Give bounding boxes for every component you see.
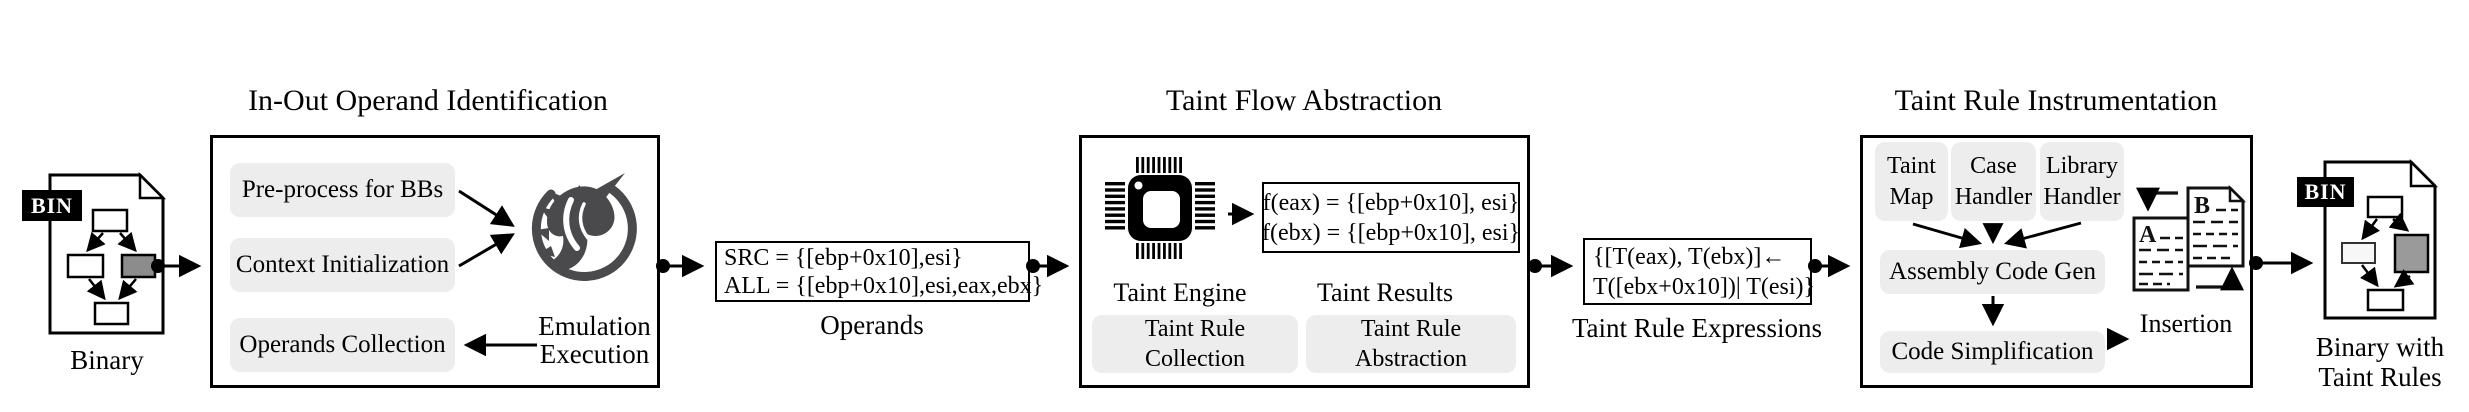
step-operands-collection: Operands Collection xyxy=(230,318,455,372)
swap-arrow-down xyxy=(2136,187,2178,212)
cfg-node xyxy=(2341,242,2376,264)
step-code-simplification: Code Simplification xyxy=(1880,331,2105,373)
input-binary-label: Binary xyxy=(70,345,144,375)
expression-line-1: {[T(eax), T(ebx)]← xyxy=(1593,243,1786,270)
taint-engine-label: Taint Engine xyxy=(1113,278,1247,307)
taint-engine-chip-icon xyxy=(1105,157,1215,259)
cfg-node xyxy=(91,208,129,233)
stage1-title: In-Out Operand Identification xyxy=(248,84,608,117)
operands-value-box: SRC = {[ebp+0x10],esi} ALL = {[ebp+0x10]… xyxy=(715,241,1044,302)
output-binary-tab: BIN xyxy=(2297,177,2354,207)
doc-a-letter: A xyxy=(2139,222,2157,248)
cfg-node xyxy=(66,253,105,279)
taint-result-ebx-line: f(ebx) = {[ebp+0x10], esi} xyxy=(1261,219,1521,246)
output-binary-label-line2: Taint Rules xyxy=(2318,362,2442,392)
case-handler-line2: Handler xyxy=(1954,183,2033,210)
library-handler-line1: Library xyxy=(2046,152,2118,179)
operands-all-line: ALL = {[ebp+0x10],esi,eax,ebx} xyxy=(724,272,1044,299)
cfg-node xyxy=(2366,288,2405,312)
swap-arrow-up xyxy=(2196,266,2244,291)
cfg-node-inserted-rules xyxy=(2393,233,2430,274)
unicorn-horn xyxy=(595,173,625,201)
operands-label: Operands xyxy=(820,310,924,340)
insertion-label: Insertion xyxy=(2139,309,2233,338)
emulation-execution-label: Emulation Execution xyxy=(532,312,657,368)
insertion-documents-icon: B A xyxy=(2132,184,2246,292)
taint-results-label: Taint Results xyxy=(1316,278,1454,307)
step-preprocess-bbs: Pre-process for BBs xyxy=(230,163,455,217)
cfg-node xyxy=(93,301,130,326)
expression-line-2: T([ebx+0x10])| T(esi)} xyxy=(1593,273,1816,300)
taint-rule-expressions-label: Taint Rule Expressions xyxy=(1571,313,1823,343)
stage3-title: Taint Rule Instrumentation xyxy=(1894,84,2218,117)
step-taint-rule-collection: Taint Rule Collection xyxy=(1092,315,1298,373)
library-handler-line2: Handler xyxy=(2043,183,2121,210)
output-binary-document-icon xyxy=(2323,158,2439,320)
case-handler-line1: Case xyxy=(1970,152,2017,179)
step-assembly-code-gen: Assembly Code Gen xyxy=(1880,250,2105,294)
taint-result-eax-line: f(eax) = {[ebp+0x10], esi} xyxy=(1262,189,1520,216)
output-binary-label-line1: Binary with xyxy=(2315,332,2445,362)
taint-map-line2: Map xyxy=(1889,183,1934,210)
emulation-line: Emulation xyxy=(538,311,651,341)
doc-b-letter: B xyxy=(2194,193,2210,219)
operands-src-line: SRC = {[ebp+0x10],esi} xyxy=(724,244,963,271)
taint-map-line1: Taint xyxy=(1887,152,1936,179)
unicorn-emulator-icon xyxy=(531,173,637,282)
taint-results-value-box: f(eax) = {[ebp+0x10], esi} f(ebx) = {[eb… xyxy=(1262,182,1520,253)
step-context-initialization: Context Initialization xyxy=(230,238,455,292)
taint-rule-expressions-box: {[T(eax), T(ebx)]← T([ebx+0x10])| T(esi)… xyxy=(1583,238,1816,305)
stage2-title: Taint Flow Abstraction xyxy=(1165,84,1443,117)
step-taint-rule-abstraction: Taint Rule Abstraction xyxy=(1306,315,1516,373)
input-binary-tab: BIN xyxy=(22,190,82,221)
execution-line: Execution xyxy=(539,339,650,369)
cfg-node xyxy=(2366,195,2404,219)
cfg-node-selected-bb xyxy=(120,253,157,279)
